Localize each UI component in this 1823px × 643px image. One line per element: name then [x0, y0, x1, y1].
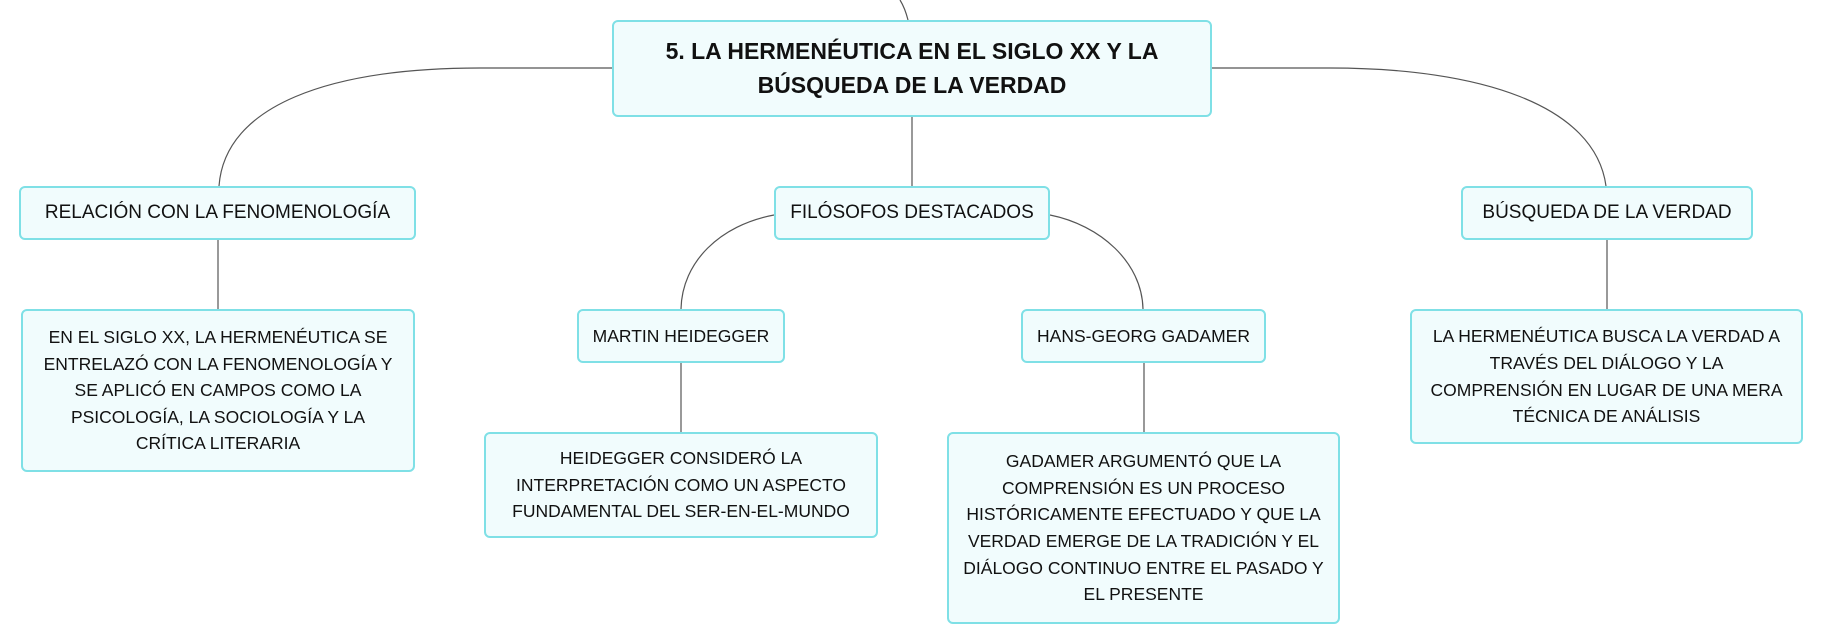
branch-node-busqueda[interactable]: BÚSQUEDA DE LA VERDAD — [1461, 186, 1753, 240]
branch-label-fenomenologia: RELACIÓN CON LA FENOMENOLOGÍA — [44, 201, 391, 223]
branch-node-filosofos[interactable]: FILÓSOFOS DESTACADOS — [774, 186, 1050, 240]
connector-filosofos-to-gadamer — [1049, 214, 1144, 310]
description-text-gadamer: GADAMER ARGUMENTÓ QUE LA COMPRENSIÓN ES … — [963, 451, 1324, 605]
connector-root-to-fenomenologia — [218, 67, 612, 187]
description-node-fenomenologia[interactable]: EN EL SIGLO XX, LA HERMENÉUTICA SE ENTRE… — [21, 309, 415, 472]
description-text-fenomenologia: EN EL SIGLO XX, LA HERMENÉUTICA SE ENTRE… — [43, 327, 393, 454]
root-title: 5. LA HERMENÉUTICA EN EL SIGLO XX Y LA B… — [665, 38, 1159, 98]
branch-label-busqueda: BÚSQUEDA DE LA VERDAD — [1482, 201, 1732, 223]
description-node-busqueda[interactable]: LA HERMENÉUTICA BUSCA LA VERDAD A TRAVÉS… — [1410, 309, 1803, 444]
branch-node-fenomenologia[interactable]: RELACIÓN CON LA FENOMENOLOGÍA — [19, 186, 416, 240]
description-node-gadamer[interactable]: GADAMER ARGUMENTÓ QUE LA COMPRENSIÓN ES … — [947, 432, 1340, 624]
connector-incoming-root — [899, 0, 909, 21]
philosopher-label-gadamer: HANS-GEORG GADAMER — [1037, 325, 1250, 346]
connector-filosofos-to-heidegger — [680, 214, 775, 310]
philosopher-node-heidegger[interactable]: MARTIN HEIDEGGER — [577, 309, 785, 363]
description-text-busqueda: LA HERMENÉUTICA BUSCA LA VERDAD A TRAVÉS… — [1430, 326, 1783, 427]
philosopher-label-heidegger: MARTIN HEIDEGGER — [592, 325, 770, 346]
connector-root-to-busqueda — [1212, 67, 1607, 187]
description-node-heidegger[interactable]: HEIDEGGER CONSIDERÓ LA INTERPRETACIÓN CO… — [484, 432, 878, 538]
branch-label-filosofos: FILÓSOFOS DESTACADOS — [790, 201, 1034, 223]
philosopher-node-gadamer[interactable]: HANS-GEORG GADAMER — [1021, 309, 1266, 363]
root-node[interactable]: 5. LA HERMENÉUTICA EN EL SIGLO XX Y LA B… — [612, 20, 1212, 117]
description-text-heidegger: HEIDEGGER CONSIDERÓ LA INTERPRETACIÓN CO… — [512, 448, 850, 522]
